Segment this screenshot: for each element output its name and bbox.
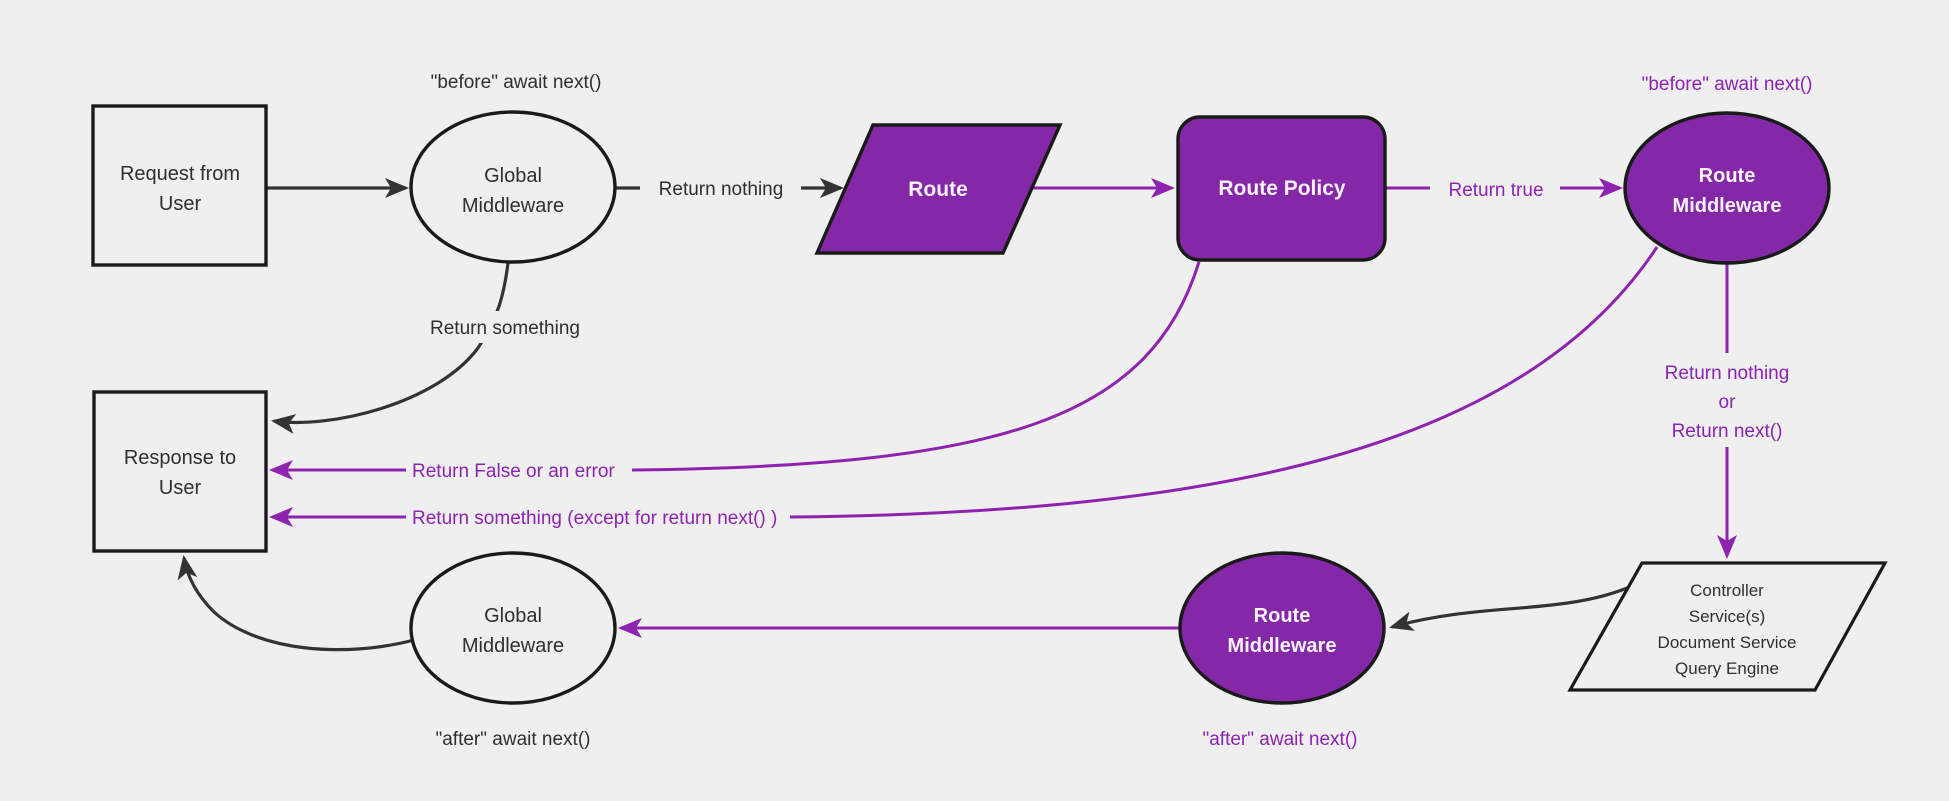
- node-response-to-user: [92, 390, 268, 553]
- edge-global-middleware-bottom-to-response: [177, 555, 415, 652]
- route-label: Route: [908, 178, 968, 201]
- edge-label-return-true: Return true: [1448, 180, 1543, 201]
- node-request-from-user: [91, 104, 268, 267]
- node-route: [814, 123, 1063, 255]
- edge-label-return-something-background: [403, 311, 607, 343]
- request-from-user-label-line2: User: [159, 193, 202, 215]
- edge-label-return-something-except: Return something (except for return next…: [412, 508, 777, 529]
- route-middleware-top-label-line2: Middleware: [1673, 195, 1782, 217]
- edge-services-to-route-middleware-bottom: [1389, 586, 1628, 631]
- node-route-policy: [1176, 115, 1387, 262]
- global-middleware-top-label-line2: Middleware: [462, 195, 564, 217]
- edge-route-middleware-to-response-curve: [789, 246, 1659, 519]
- services-label-line4: Query Engine: [1675, 659, 1779, 678]
- edge-label-return-nothing-or-line1: Return nothing: [1665, 363, 1790, 384]
- edge-route-policy-to-response-curve: [631, 261, 1201, 472]
- edge-label-return-nothing-or-line3: Return next(): [1672, 421, 1783, 442]
- response-to-user-label-line2: User: [159, 477, 202, 499]
- node-route-middleware-top: [1623, 111, 1831, 265]
- node-global-middleware-top: [409, 110, 617, 264]
- services-label-line3: Document Service: [1658, 633, 1797, 652]
- global-middleware-top-label-line1: Global: [484, 165, 542, 187]
- edge-global-middleware-top-to-response: [271, 262, 510, 434]
- edge-label-return-something: Return something: [430, 318, 580, 339]
- route-middleware-bottom-label-line2: Middleware: [1228, 635, 1337, 657]
- edge-label-after-await-next-global: "after" await next(): [436, 729, 591, 750]
- services-label-line2: Service(s): [1689, 607, 1766, 626]
- edge-label-return-false-or-error: Return False or an error: [412, 461, 615, 482]
- route-policy-label: Route Policy: [1218, 177, 1346, 200]
- node-services: [1567, 561, 1888, 692]
- global-middleware-bottom-label-line2: Middleware: [462, 635, 564, 657]
- services-label-line1: Controller: [1690, 581, 1764, 600]
- edge-label-after-await-next-route: "after" await next(): [1203, 729, 1358, 750]
- response-to-user-label-line1: Response to: [124, 447, 236, 469]
- request-from-user-label-line1: Request from: [120, 163, 240, 185]
- edge-label-before-await-next-global: "before" await next(): [431, 72, 602, 93]
- edge-label-return-nothing-or-line2: or: [1719, 392, 1737, 413]
- edge-label-before-await-next-route: "before" await next(): [1642, 74, 1813, 95]
- node-route-middleware-bottom: [1178, 551, 1386, 705]
- edge-label-return-nothing: Return nothing: [659, 179, 784, 200]
- global-middleware-bottom-label-line1: Global: [484, 605, 542, 627]
- route-middleware-bottom-label-line1: Route: [1254, 605, 1311, 627]
- route-middleware-top-label-line1: Route: [1699, 165, 1756, 187]
- node-global-middleware-bottom: [409, 551, 617, 705]
